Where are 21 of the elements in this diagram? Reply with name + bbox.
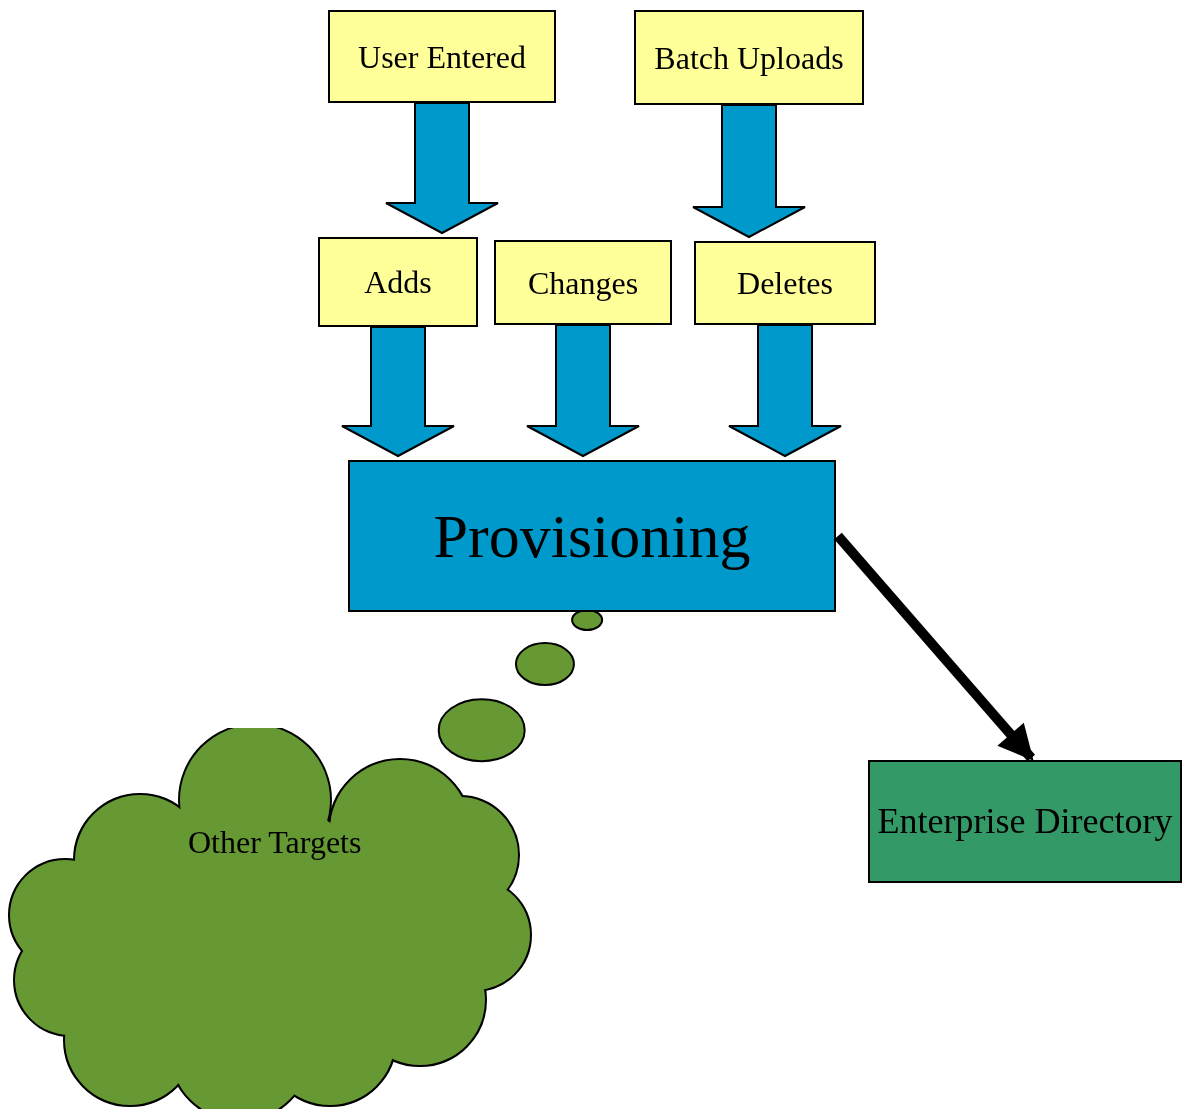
thought-bubbles	[437, 609, 604, 763]
block-arrow	[341, 326, 455, 458]
process-box	[348, 460, 836, 612]
process-box	[328, 10, 556, 103]
process-box	[634, 10, 864, 105]
box-label: Changes	[526, 263, 640, 303]
box-label: Batch Uploads	[653, 38, 845, 78]
cloud-label: Other Targets	[188, 823, 362, 862]
box-label: Deletes	[736, 264, 834, 303]
process-box	[868, 760, 1182, 883]
process-box	[318, 237, 478, 327]
process-box	[494, 240, 672, 325]
box-label: Provisioning	[432, 500, 752, 572]
process-box	[694, 241, 876, 325]
block-arrow	[692, 104, 806, 239]
block-arrow	[385, 102, 499, 235]
box-label: User Entered	[357, 37, 527, 77]
block-arrow	[728, 324, 842, 458]
box-label: Adds	[363, 263, 433, 302]
block-arrow	[526, 324, 640, 458]
box-label: Enterprise Directory	[876, 800, 1174, 844]
